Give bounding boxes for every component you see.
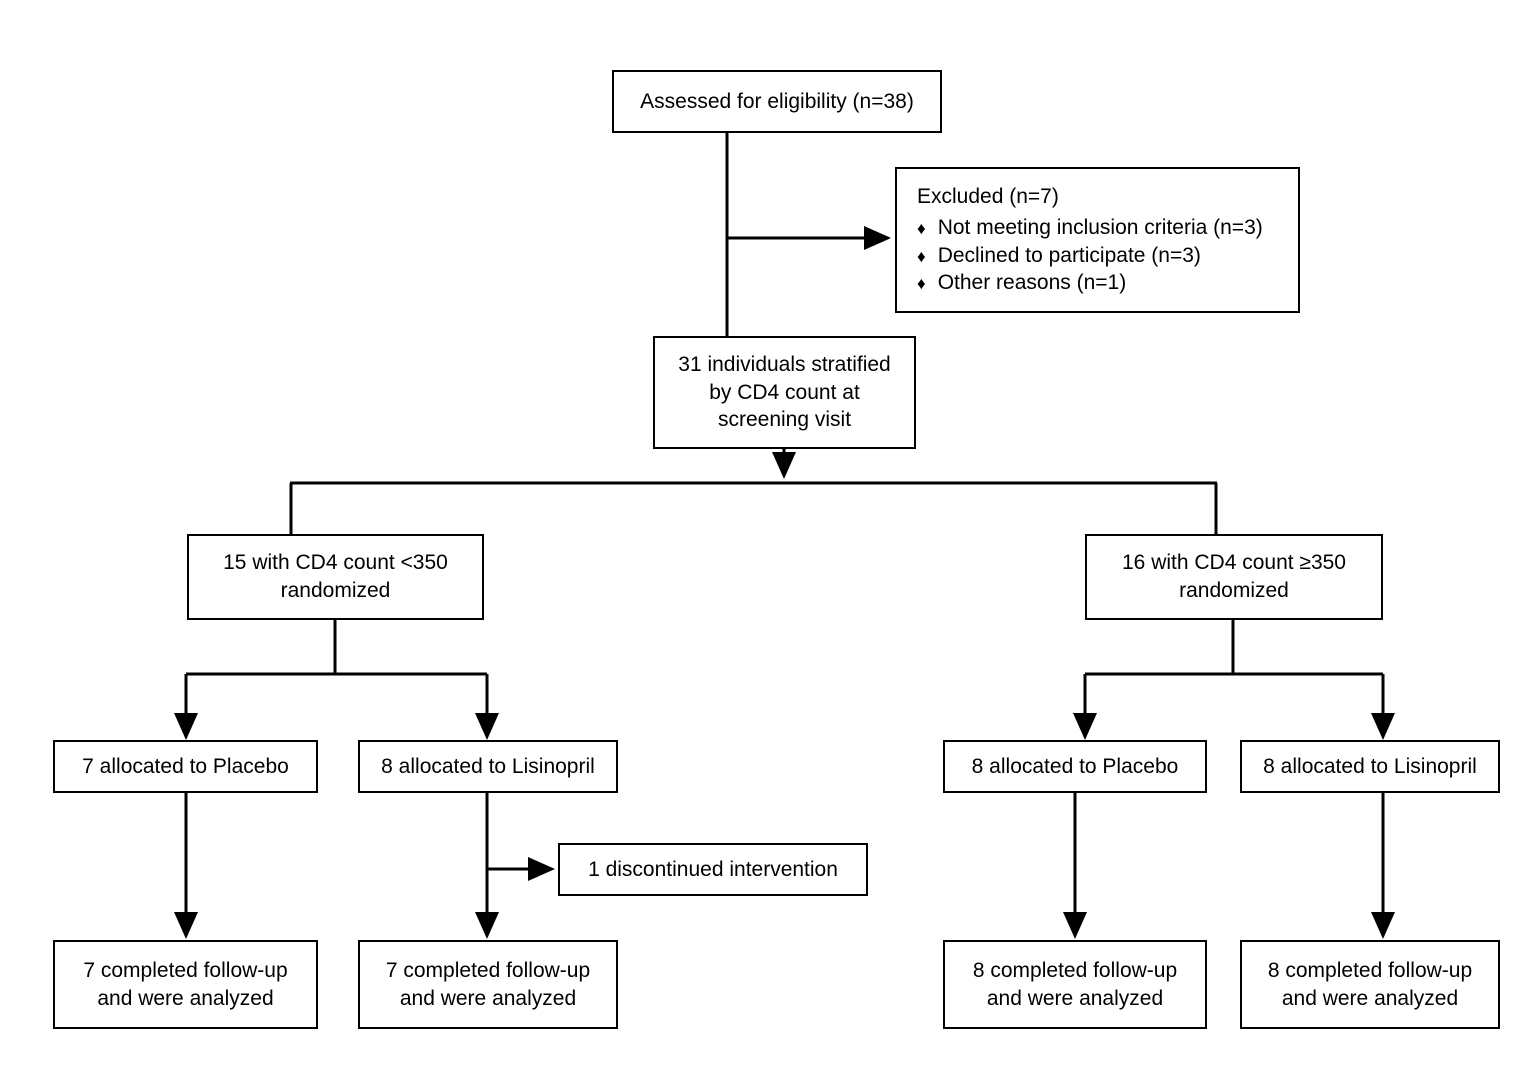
excluded-bullet-3: ♦ Other reasons (n=1) — [917, 269, 1263, 297]
diamond-bullet-icon: ♦ — [917, 218, 926, 238]
node-alloc-low-placebo: 7 allocated to Placebo — [53, 740, 318, 793]
node-alloc-high-placebo: 8 allocated to Placebo — [943, 740, 1207, 793]
discontinued-label: 1 discontinued intervention — [588, 857, 838, 881]
randomized-high-line-1: 16 with CD4 count ≥350 — [1122, 551, 1346, 575]
followup-low-placebo-line-1: 7 completed follow-up — [83, 958, 288, 982]
excluded-bullet-3-label: Other reasons (n=1) — [937, 271, 1127, 295]
alloc-high-placebo-label: 8 allocated to Placebo — [971, 754, 1179, 778]
excluded-bullet-2-label: Declined to participate (n=3) — [937, 243, 1201, 267]
followup-high-placebo-line-2: and were analyzed — [986, 986, 1164, 1010]
randomized-low-line-2: randomized — [280, 579, 391, 602]
node-followup-low-lisinopril: 7 completed follow-up and were analyzed — [358, 940, 618, 1029]
node-randomized-low-cd4: 15 with CD4 count <350 randomized — [187, 534, 484, 620]
stratified-line-3: screening visit — [717, 408, 852, 432]
stratified-line-1: 31 individuals stratified — [678, 352, 891, 376]
node-followup-high-placebo: 8 completed follow-up and were analyzed — [943, 940, 1207, 1029]
node-stratified: 31 individuals stratified by CD4 count a… — [653, 336, 916, 449]
node-assessed-for-eligibility: Assessed for eligibility (n=38) — [612, 70, 942, 133]
node-discontinued-intervention: 1 discontinued intervention — [558, 843, 868, 896]
alloc-high-lisinopril-label: 8 allocated to Lisinopril — [1263, 754, 1477, 778]
node-alloc-high-lisinopril: 8 allocated to Lisinopril — [1240, 740, 1500, 793]
randomized-high-line-2: randomized — [1179, 579, 1289, 602]
node-randomized-high-cd4: 16 with CD4 count ≥350 randomized — [1085, 534, 1383, 620]
excluded-bullet-2: ♦ Declined to participate (n=3) — [917, 242, 1263, 270]
node-excluded: Excluded (n=7) ♦ Not meeting inclusion c… — [895, 167, 1300, 313]
followup-high-lisinopril-line-1: 8 completed follow-up — [1267, 958, 1473, 982]
alloc-low-lisinopril-label: 8 allocated to Lisinopril — [381, 754, 595, 778]
diamond-bullet-icon: ♦ — [917, 246, 926, 266]
excluded-bullet-1-label: Not meeting inclusion criteria (n=3) — [937, 215, 1263, 239]
node-followup-high-lisinopril: 8 completed follow-up and were analyzed — [1240, 940, 1500, 1029]
node-followup-low-placebo: 7 completed follow-up and were analyzed — [53, 940, 318, 1029]
followup-high-placebo-line-1: 8 completed follow-up — [972, 958, 1178, 982]
followup-low-lisinopril-line-1: 7 completed follow-up — [385, 958, 591, 982]
node-alloc-low-lisinopril: 8 allocated to Lisinopril — [358, 740, 618, 793]
alloc-low-placebo-label: 7 allocated to Placebo — [82, 754, 289, 778]
diamond-bullet-icon: ♦ — [917, 274, 926, 294]
followup-low-lisinopril-line-2: and were analyzed — [399, 986, 577, 1010]
excluded-bullet-1: ♦ Not meeting inclusion criteria (n=3) — [917, 214, 1263, 242]
followup-high-lisinopril-line-2: and were analyzed — [1281, 986, 1459, 1010]
eligibility-line-1: Assessed for eligibility (n=38) — [640, 89, 914, 113]
followup-low-placebo-line-2: and were analyzed — [97, 986, 274, 1010]
randomized-low-line-1: 15 with CD4 count <350 — [223, 551, 448, 575]
stratified-line-2: by CD4 count at — [709, 380, 860, 404]
excluded-title: Excluded (n=7) — [917, 185, 1059, 209]
